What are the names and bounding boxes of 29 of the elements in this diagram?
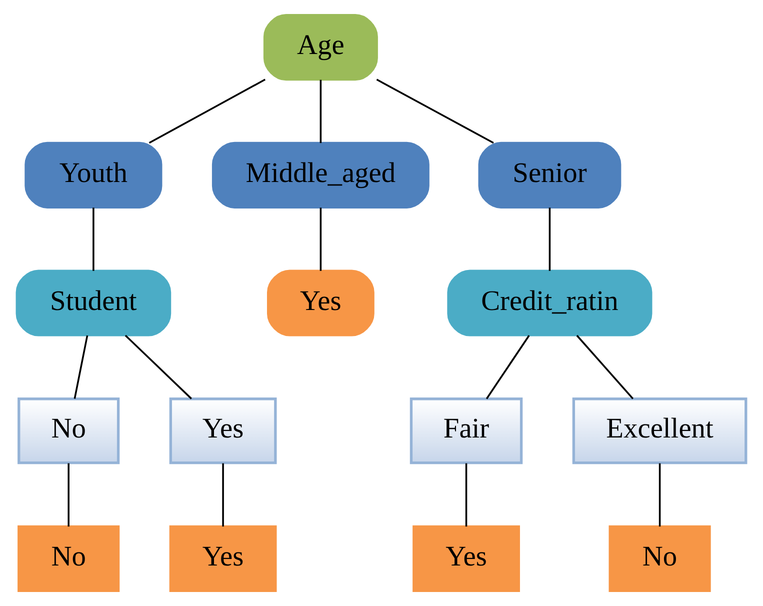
node-box: Fair [410, 398, 523, 464]
connector [320, 208, 322, 271]
connector [222, 463, 224, 527]
node-box: Youth [24, 142, 162, 208]
connector [486, 335, 530, 400]
node-box: Yes [266, 270, 374, 336]
connector [92, 208, 94, 271]
node-box: Excellent [572, 398, 748, 464]
node-box: Yes [169, 525, 277, 592]
node-box: Age [263, 14, 378, 81]
node-box: Credit_ratin [447, 270, 652, 336]
node-box: No [18, 398, 120, 464]
node-box: Yes [412, 525, 520, 592]
connector [465, 463, 468, 527]
connector [148, 78, 266, 144]
node-box: Middle_aged [212, 142, 430, 208]
connector [576, 334, 634, 400]
node-box: Student [16, 270, 172, 336]
connector [68, 463, 70, 527]
connector [548, 208, 551, 271]
node-box: Senior [478, 142, 622, 208]
connector [320, 80, 322, 144]
connector [376, 78, 494, 144]
connector [124, 334, 192, 400]
connector [658, 463, 661, 527]
connector [74, 335, 88, 399]
node-box: Yes [169, 398, 277, 464]
node-box: No [18, 525, 120, 592]
node-box: No [608, 525, 711, 592]
